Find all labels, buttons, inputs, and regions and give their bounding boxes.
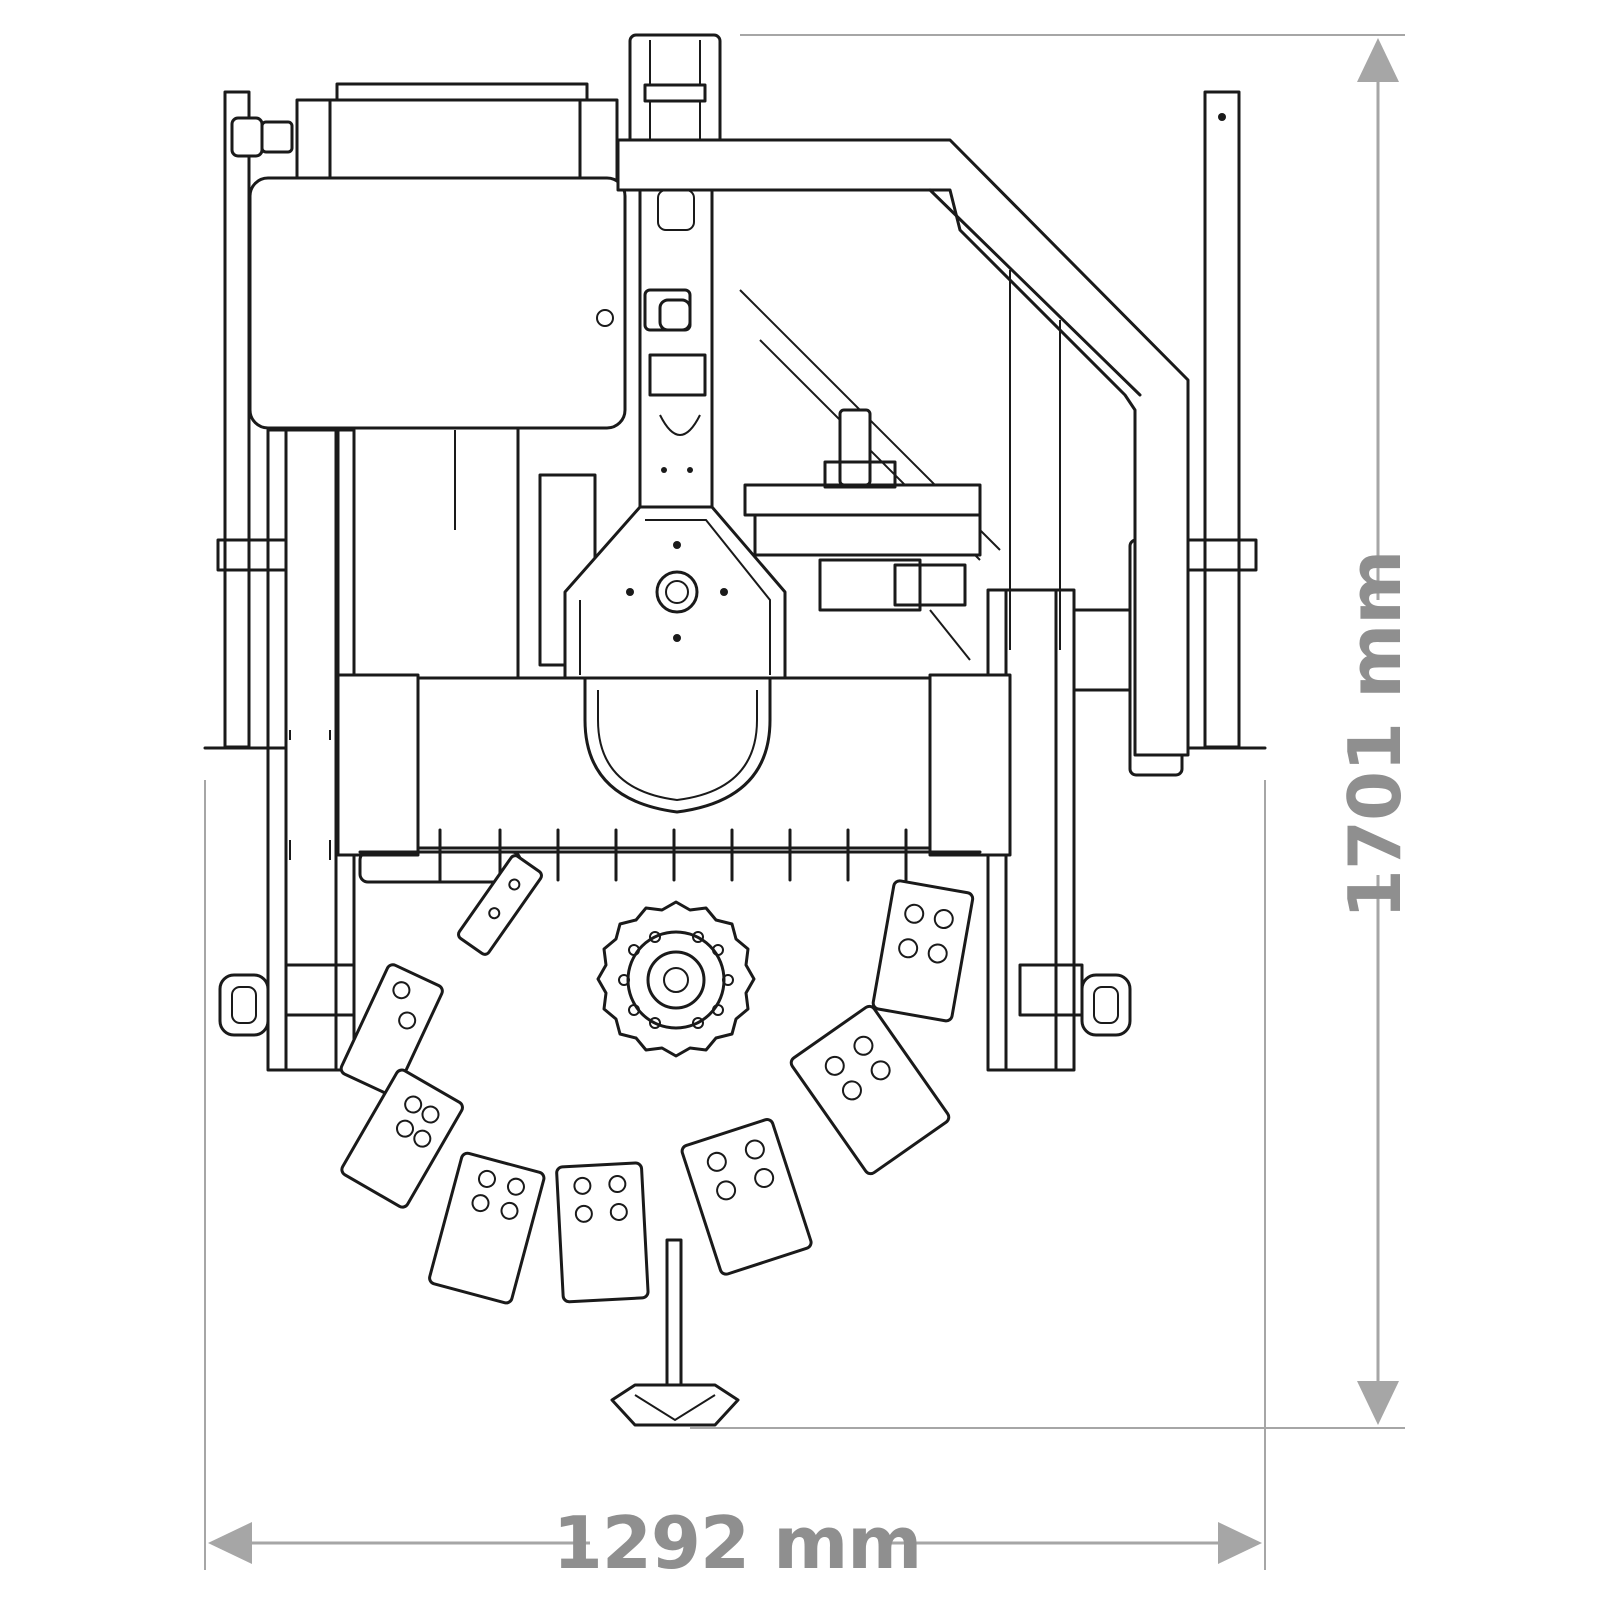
blade-8 bbox=[457, 854, 543, 956]
blade-4 bbox=[555, 1161, 650, 1304]
flail-blades bbox=[339, 854, 975, 1305]
width-arrow-right bbox=[1218, 1522, 1262, 1564]
blade-5 bbox=[680, 1118, 813, 1276]
width-label: 1292 mm bbox=[553, 1501, 922, 1585]
blade-2 bbox=[340, 1068, 464, 1209]
height-arrow-up bbox=[1357, 38, 1399, 82]
blade-7 bbox=[871, 879, 975, 1023]
machine-outline bbox=[203, 33, 1267, 1427]
crossbeam bbox=[336, 673, 1012, 884]
gearbox-housing bbox=[230, 82, 627, 680]
height-label: 1701 mm bbox=[1333, 551, 1417, 920]
height-dimension: 1701 mm bbox=[690, 34, 1417, 1429]
drive-mechanism bbox=[538, 408, 982, 667]
blade-6 bbox=[789, 1004, 951, 1176]
blade-3 bbox=[428, 1151, 546, 1305]
height-arrow-down bbox=[1357, 1381, 1399, 1425]
width-arrow-left bbox=[208, 1522, 252, 1564]
width-dimension: 1292 mm bbox=[204, 780, 1266, 1585]
rotor-hub bbox=[596, 900, 756, 1058]
blade-1 bbox=[339, 963, 444, 1097]
top-hitch bbox=[628, 33, 722, 509]
stand-foot bbox=[610, 1238, 740, 1427]
center-plate bbox=[563, 505, 787, 680]
